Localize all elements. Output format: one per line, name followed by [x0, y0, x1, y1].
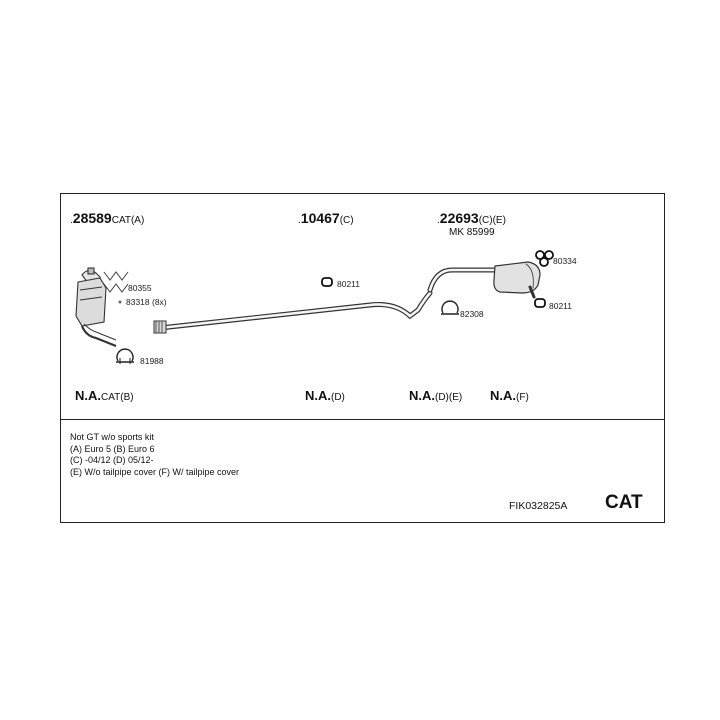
- na-suffix: (F): [516, 392, 529, 403]
- na-bold: N.A.: [305, 388, 331, 403]
- cat-label: CAT: [605, 492, 643, 513]
- part-label-80355: 80355: [128, 283, 152, 293]
- title-group-cat-a: .28589CAT(A): [70, 210, 145, 227]
- mounting-kit-ref: MK 85999: [449, 227, 495, 238]
- na-label-d: N.A.(D): [305, 388, 345, 404]
- hanger-80211-icon: [321, 277, 333, 287]
- part-number: 22693: [439, 210, 479, 226]
- part-number: 10467: [300, 210, 340, 226]
- part-label-80211: 80211: [337, 279, 361, 289]
- na-label-d-e: N.A.(D)(E): [409, 388, 463, 404]
- part-suffix: CAT(A): [111, 215, 145, 226]
- title-group-middle: .10467(C): [298, 210, 354, 227]
- note-line: Not GT w/o sports kit: [70, 432, 154, 442]
- catalytic-converter: [75, 267, 117, 348]
- na-label-f: N.A.(F): [490, 388, 529, 404]
- part-number: 28589: [72, 210, 112, 226]
- hanger-80211-rear-icon: [534, 298, 546, 308]
- part-label-81988: 81988: [140, 356, 164, 366]
- tick-mark: .: [70, 215, 73, 226]
- notes-divider: [60, 419, 665, 420]
- kit-code: FIK032825A: [509, 500, 568, 512]
- clamp-82308-icon: [441, 300, 459, 315]
- part-label-82308: 82308: [460, 309, 484, 319]
- part-label-83318: 83318 (8x): [126, 297, 167, 307]
- na-bold: N.A.: [490, 388, 516, 403]
- na-label-cat-b: N.A.CAT(B): [75, 388, 134, 404]
- na-suffix: CAT(B): [101, 392, 134, 403]
- note-line: (A) Euro 5 (B) Euro 6: [70, 443, 155, 454]
- clamp-81988-icon: [116, 348, 134, 364]
- note-line: (C) -04/12 (D) 05/12-: [70, 455, 154, 465]
- part-suffix: (C): [339, 215, 354, 226]
- note-line: (E) W/o tailpipe cover (F) W/ tailpipe c…: [70, 466, 240, 477]
- part-suffix: (C)(E): [478, 215, 506, 226]
- bolt-icon: [118, 300, 122, 304]
- diagram-frame: [60, 193, 665, 523]
- na-suffix: (D)(E): [435, 392, 463, 403]
- tick-mark: .: [298, 215, 301, 226]
- na-bold: N.A.: [409, 388, 435, 403]
- title-group-rear: .22693(C)(E): [437, 210, 506, 227]
- tick-mark: .: [437, 215, 440, 226]
- middle-pipe: [153, 290, 433, 334]
- gasket-80355: [103, 271, 129, 293]
- hanger-80334-icon: [535, 250, 554, 267]
- part-label-80211-rear: 80211: [549, 301, 573, 311]
- notes-block: Not GT w/o sports kit (A) Euro 5 (B) Eur…: [70, 432, 239, 478]
- na-suffix: (D): [331, 392, 345, 403]
- na-bold: N.A.: [75, 388, 101, 403]
- part-label-80334: 80334: [553, 256, 577, 266]
- rear-silencer: [427, 261, 541, 299]
